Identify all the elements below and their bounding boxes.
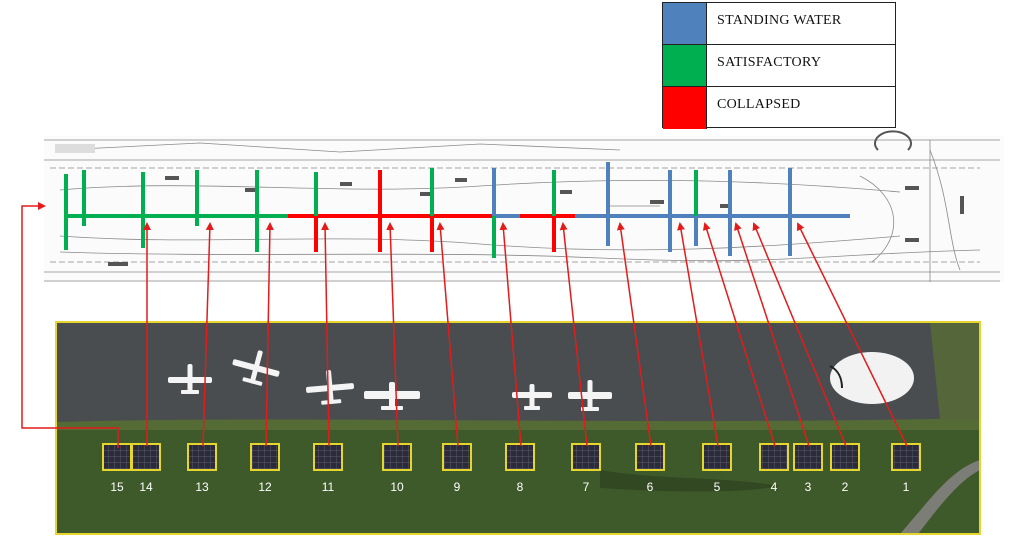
- aircraft-icon: [512, 384, 552, 410]
- panel-number-14: 14: [139, 480, 153, 494]
- turnaround-circle: [874, 130, 912, 151]
- solar-panel-8: [505, 443, 535, 471]
- legend-label-collapsed: COLLAPSED: [717, 97, 801, 112]
- leader-line-9: [436, 222, 459, 447]
- solar-panel-15: [102, 443, 132, 471]
- solar-panel-13: [187, 443, 217, 471]
- solar-panel-row: 15 14 13 12 11 10 9 8 7 6 5 4 3 2 1: [102, 443, 921, 494]
- panel-number-6: 6: [647, 480, 654, 494]
- road: [900, 460, 980, 534]
- panel-number-3: 3: [805, 480, 812, 494]
- panel-number-10: 10: [390, 480, 404, 494]
- leader-line-8: [499, 222, 522, 447]
- leader-line-6: [616, 222, 652, 447]
- solar-panel-5: [702, 443, 732, 471]
- pavement-edge: [56, 418, 980, 430]
- trees: [930, 322, 980, 420]
- solar-panel-7: [571, 443, 601, 471]
- solar-panel-12: [250, 443, 280, 471]
- leader-line-10: [386, 222, 399, 447]
- hangar-dome: [830, 352, 914, 404]
- leader-line-3: [734, 222, 810, 447]
- legend-row-standing-water: STANDING WATER: [663, 3, 895, 45]
- panel-number-4: 4: [771, 480, 778, 494]
- leader-line-4: [702, 222, 776, 447]
- panel-15-connector: [21, 202, 119, 448]
- solar-panel-2: [830, 443, 860, 471]
- aircraft-icon: [568, 380, 612, 411]
- solar-panel-11: [313, 443, 343, 471]
- panel-number-5: 5: [714, 480, 721, 494]
- legend-label-standing-water: STANDING WATER: [717, 13, 842, 28]
- solar-panel-3: [793, 443, 823, 471]
- legend-swatch-satisfactory: [663, 45, 707, 86]
- solar-panel-1: [891, 443, 921, 471]
- leader-line-13: [202, 222, 214, 447]
- leader-line-5: [677, 222, 719, 447]
- leader-line-12: [265, 222, 274, 447]
- panel-number-12: 12: [258, 480, 272, 494]
- plan-sheet: [44, 136, 1004, 282]
- solar-panel-6: [635, 443, 665, 471]
- condition-legend: STANDING WATER SATISFACTORY COLLAPSED: [662, 2, 896, 129]
- solar-panel-9: [442, 443, 472, 471]
- legend-swatch-collapsed: [663, 87, 707, 129]
- leader-lines: [143, 222, 908, 447]
- solar-panel-4: [759, 443, 789, 471]
- panel-number-13: 13: [195, 480, 209, 494]
- leader-line-2: [752, 222, 847, 447]
- panel-number-7: 7: [583, 480, 590, 494]
- panel-number-15: 15: [110, 480, 124, 494]
- panel-number-9: 9: [454, 480, 461, 494]
- panel-number-8: 8: [517, 480, 524, 494]
- engineering-plan-drawing: [44, 130, 1004, 282]
- aircraft-icon: [364, 382, 420, 410]
- legend-label-satisfactory: SATISFACTORY: [717, 55, 822, 70]
- aircraft-icon: [168, 364, 212, 394]
- legend-row-satisfactory: SATISFACTORY: [663, 45, 895, 87]
- leader-line-1: [797, 222, 908, 447]
- aerial-photograph: 15 14 13 12 11 10 9 8 7 6 5 4 3 2 1: [55, 321, 981, 535]
- panel-number-1: 1: [903, 480, 910, 494]
- solar-panel-10: [382, 443, 412, 471]
- legend-row-collapsed: COLLAPSED: [663, 87, 895, 129]
- panel-number-2: 2: [842, 480, 849, 494]
- leader-line-7: [559, 222, 588, 447]
- legend-swatch-standing-water: [663, 3, 707, 44]
- shadow-patch: [600, 470, 780, 492]
- plan-annotations: [55, 144, 964, 266]
- drain-pipe-network: [64, 162, 850, 258]
- panel-number-11: 11: [322, 480, 335, 494]
- plan-linework: [44, 139, 1000, 282]
- leader-line-11: [321, 222, 330, 447]
- solar-panel-14: [131, 443, 161, 471]
